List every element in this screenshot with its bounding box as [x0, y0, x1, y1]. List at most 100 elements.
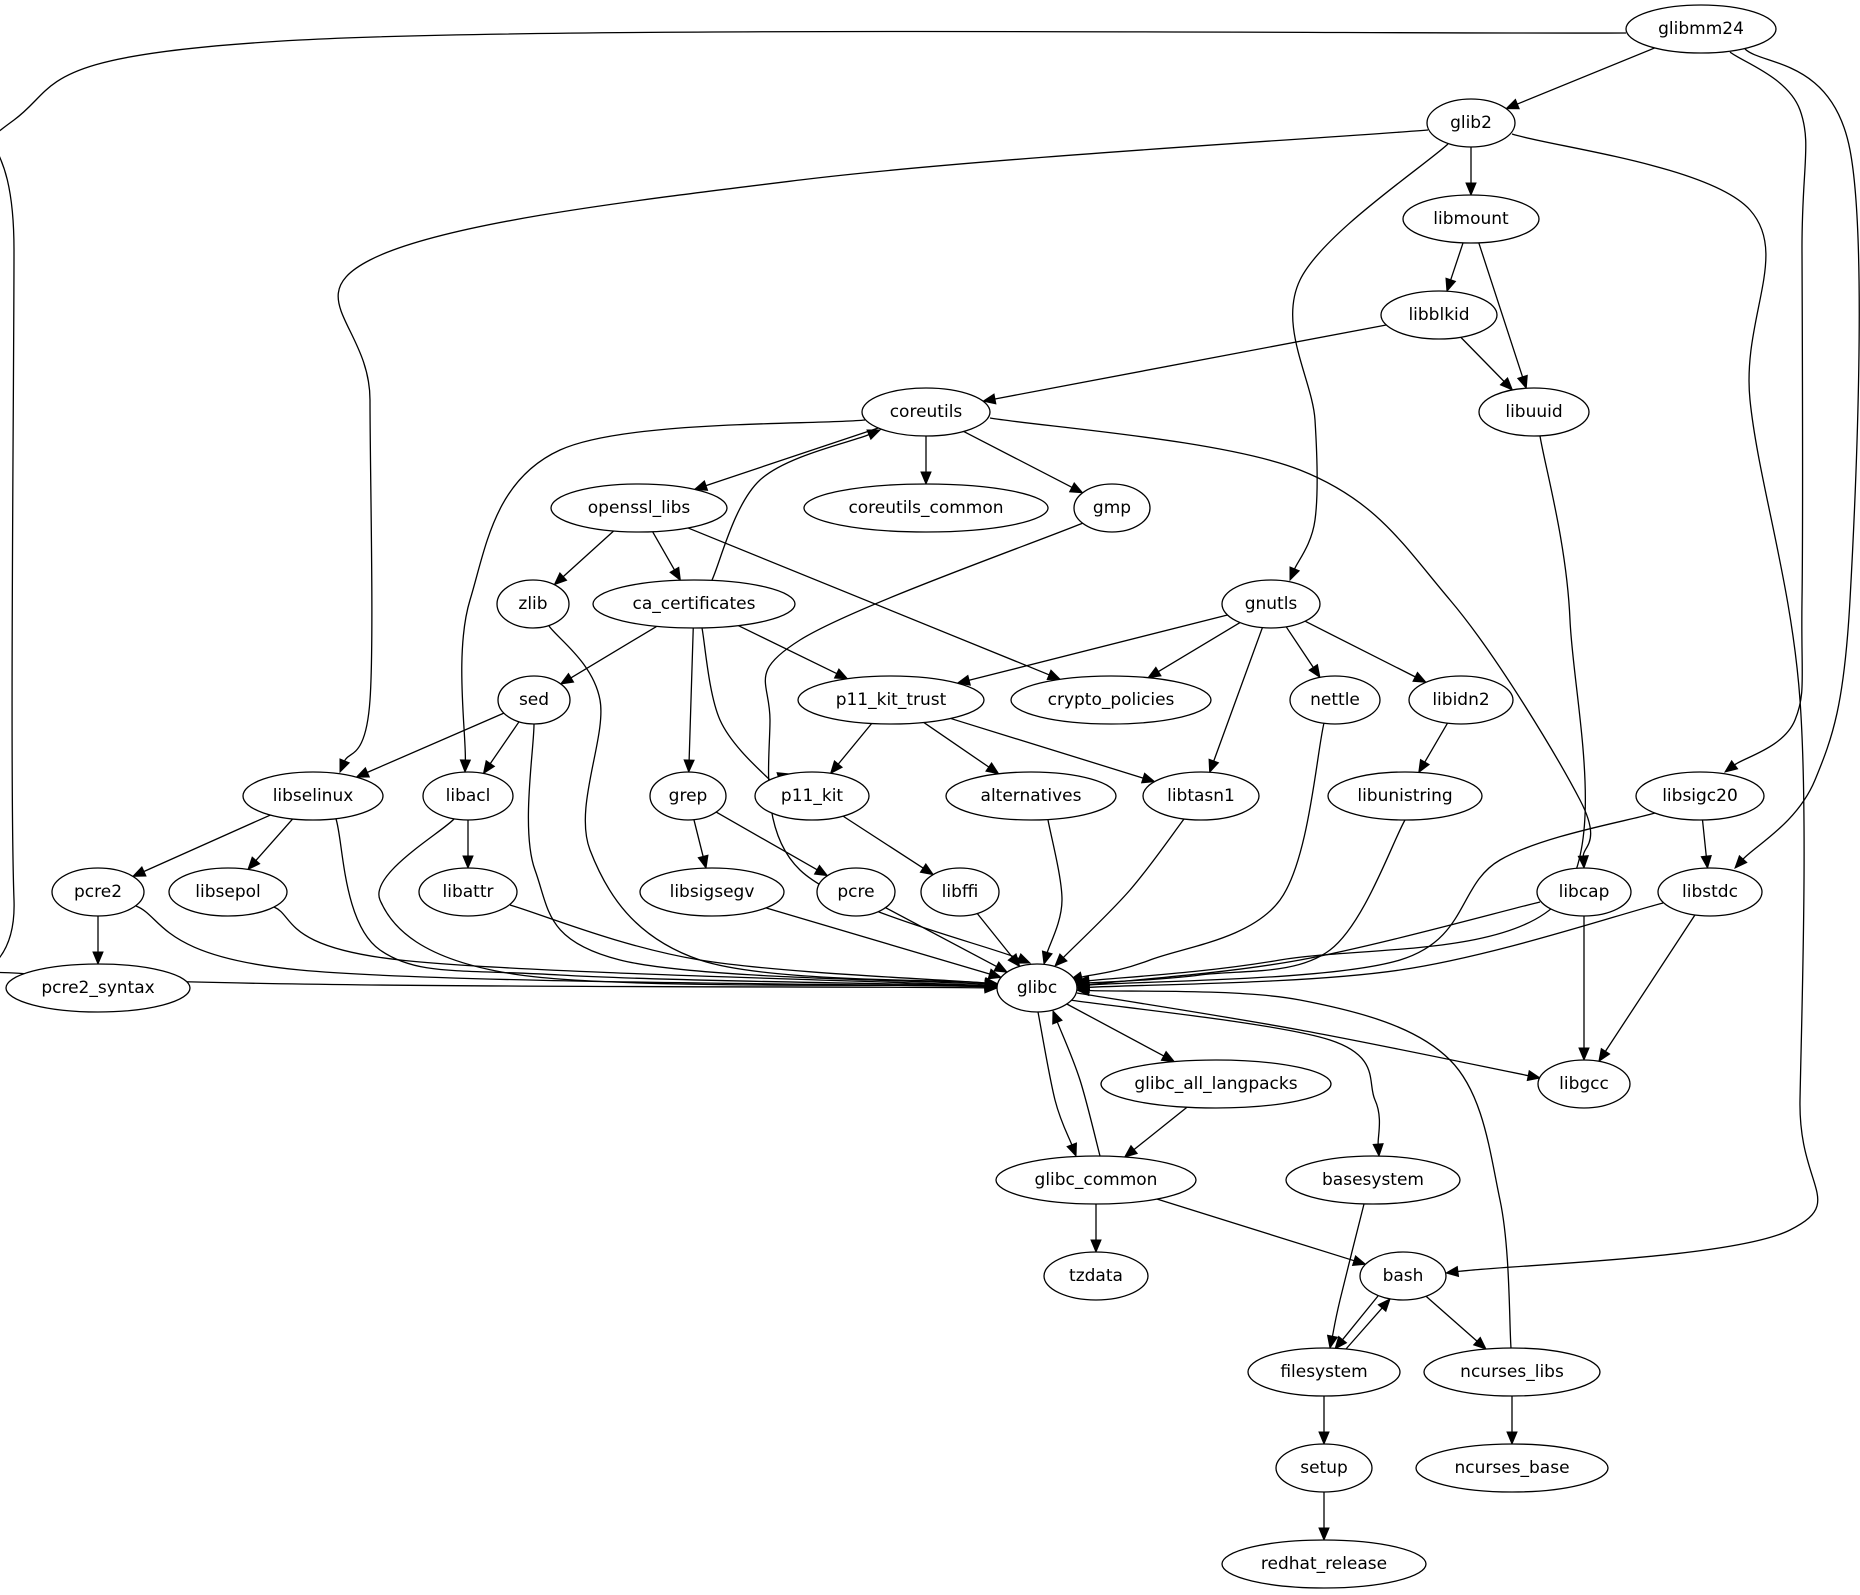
edge-line — [837, 723, 873, 765]
node-coreutils[interactable]: coreutils — [861, 387, 991, 437]
arrowhead-icon — [920, 471, 932, 486]
edge-line — [994, 324, 1387, 400]
node-ellipse — [1043, 1251, 1149, 1301]
edge-sed-to-glibc — [527, 723, 999, 990]
node-basesystem[interactable]: basesystem — [1285, 1155, 1461, 1205]
node-alternatives[interactable]: alternatives — [945, 771, 1117, 821]
node-gmp[interactable]: gmp — [1073, 483, 1151, 533]
node-coreutils_common[interactable]: coreutils_common — [803, 483, 1049, 533]
edge-line — [562, 530, 615, 578]
edge-libblkid-to-coreutils — [981, 324, 1387, 405]
node-libsigc20[interactable]: libsigc20 — [1635, 771, 1765, 821]
node-libmount[interactable]: libmount — [1402, 194, 1540, 244]
node-libselinux[interactable]: libselinux — [242, 771, 384, 821]
node-ca_certificates[interactable]: ca_certificates — [592, 579, 796, 629]
edge-ncurses_libs-to-glibc — [1075, 984, 1512, 1349]
node-ellipse — [803, 483, 1049, 533]
node-ellipse — [1285, 1155, 1461, 1205]
arrowhead-icon — [1041, 950, 1053, 966]
edge-ca_certificates-to-p11_kit — [701, 627, 792, 785]
edge-line — [842, 815, 924, 869]
node-ellipse — [639, 867, 785, 917]
node-pcre[interactable]: pcre — [816, 867, 896, 917]
arrowhead-icon — [1208, 758, 1220, 774]
node-zlib[interactable]: zlib — [496, 579, 570, 629]
edge-libsigc20-to-libstdc — [1700, 819, 1712, 870]
arrowhead-icon — [1734, 854, 1748, 869]
node-nettle[interactable]: nettle — [1289, 675, 1381, 725]
edge-alternatives-to-glibc — [1041, 819, 1063, 966]
edge-libunistring-to-glibc — [1071, 819, 1406, 989]
node-libidn2[interactable]: libidn2 — [1408, 675, 1514, 725]
edge-line — [255, 818, 294, 861]
node-redhat_release[interactable]: redhat_release — [1221, 1539, 1427, 1589]
node-libuuid[interactable]: libuuid — [1478, 387, 1590, 437]
node-setup[interactable]: setup — [1275, 1443, 1373, 1493]
node-crypto_policies[interactable]: crypto_policies — [1010, 675, 1212, 725]
node-label: filesystem — [1280, 1362, 1367, 1382]
arrowhead-icon — [669, 566, 682, 582]
node-gnutls[interactable]: gnutls — [1221, 579, 1321, 629]
edge-line — [273, 906, 986, 987]
edge-line — [1460, 336, 1505, 382]
node-pcre2[interactable]: pcre2 — [51, 867, 145, 917]
edge-line — [143, 814, 271, 873]
node-libsigsegv[interactable]: libsigsegv — [639, 867, 785, 917]
edge-line — [701, 627, 780, 785]
node-glibmm24[interactable]: glibmm24 — [1625, 4, 1777, 54]
node-ellipse — [168, 867, 288, 917]
node-libffi[interactable]: libffi — [920, 867, 1000, 917]
edge-line — [950, 717, 1144, 779]
edge-line — [1076, 992, 1529, 1077]
node-pcre2_syntax[interactable]: pcre2_syntax — [5, 963, 191, 1013]
node-ncurses_libs[interactable]: ncurses_libs — [1423, 1347, 1601, 1397]
node-ncurses_base[interactable]: ncurses_base — [1415, 1443, 1609, 1493]
edge-glib2-to-gnutls — [1289, 143, 1449, 582]
node-label: libffi — [942, 882, 979, 902]
node-label: ca_certificates — [633, 594, 756, 614]
edge-coreutils-to-libacl — [459, 419, 866, 774]
edge-line — [737, 624, 837, 675]
arrowhead-icon — [92, 951, 104, 966]
node-label: sed — [519, 690, 549, 710]
arrowhead-icon — [993, 961, 1009, 973]
node-libtasn1[interactable]: libtasn1 — [1142, 771, 1260, 821]
edge-line — [688, 627, 694, 761]
arrowhead-icon — [1700, 854, 1712, 870]
node-ellipse — [1221, 579, 1321, 629]
node-libsepol[interactable]: libsepol — [168, 867, 288, 917]
node-libunistring[interactable]: libunistring — [1327, 771, 1483, 821]
arrowhead-icon — [1418, 758, 1431, 774]
edge-glib2-to-libselinux — [337, 129, 1429, 774]
node-libblkid[interactable]: libblkid — [1380, 290, 1498, 340]
edge-libmount-to-libuuid — [1478, 242, 1528, 390]
arrowhead-icon — [1318, 1431, 1330, 1446]
node-glibc_common[interactable]: glibc_common — [995, 1155, 1197, 1205]
arrowhead-icon — [1308, 663, 1321, 679]
node-label: glibc_all_langpacks — [1134, 1074, 1297, 1094]
node-label: libacl — [446, 786, 491, 806]
node-p11_kit_trust[interactable]: p11_kit_trust — [797, 675, 985, 725]
node-label: ncurses_libs — [1460, 1362, 1564, 1382]
node-glibc[interactable]: glibc — [996, 963, 1078, 1013]
arrowhead-icon — [1123, 1144, 1139, 1158]
node-ellipse — [550, 483, 728, 533]
node-glibc_all_langpacks[interactable]: glibc_all_langpacks — [1100, 1059, 1332, 1109]
arrowhead-icon — [1472, 1336, 1487, 1350]
node-label: tzdata — [1069, 1266, 1123, 1286]
edge-line — [461, 419, 866, 761]
node-libstdc[interactable]: libstdc — [1657, 867, 1763, 917]
node-libcap[interactable]: libcap — [1536, 867, 1632, 917]
node-libattr[interactable]: libattr — [418, 867, 518, 917]
node-openssl_libs[interactable]: openssl_libs — [550, 483, 728, 533]
node-sed[interactable]: sed — [497, 675, 571, 725]
node-filesystem[interactable]: filesystem — [1247, 1347, 1401, 1397]
node-tzdata[interactable]: tzdata — [1043, 1251, 1149, 1301]
edge-line — [1081, 722, 1325, 978]
node-libgcc[interactable]: libgcc — [1537, 1059, 1631, 1109]
node-bash[interactable]: bash — [1359, 1251, 1447, 1301]
node-glib2[interactable]: glib2 — [1426, 98, 1516, 148]
node-p11_kit[interactable]: p11_kit — [754, 771, 870, 821]
node-libacl[interactable]: libacl — [422, 771, 514, 821]
node-grep[interactable]: grep — [649, 771, 727, 821]
